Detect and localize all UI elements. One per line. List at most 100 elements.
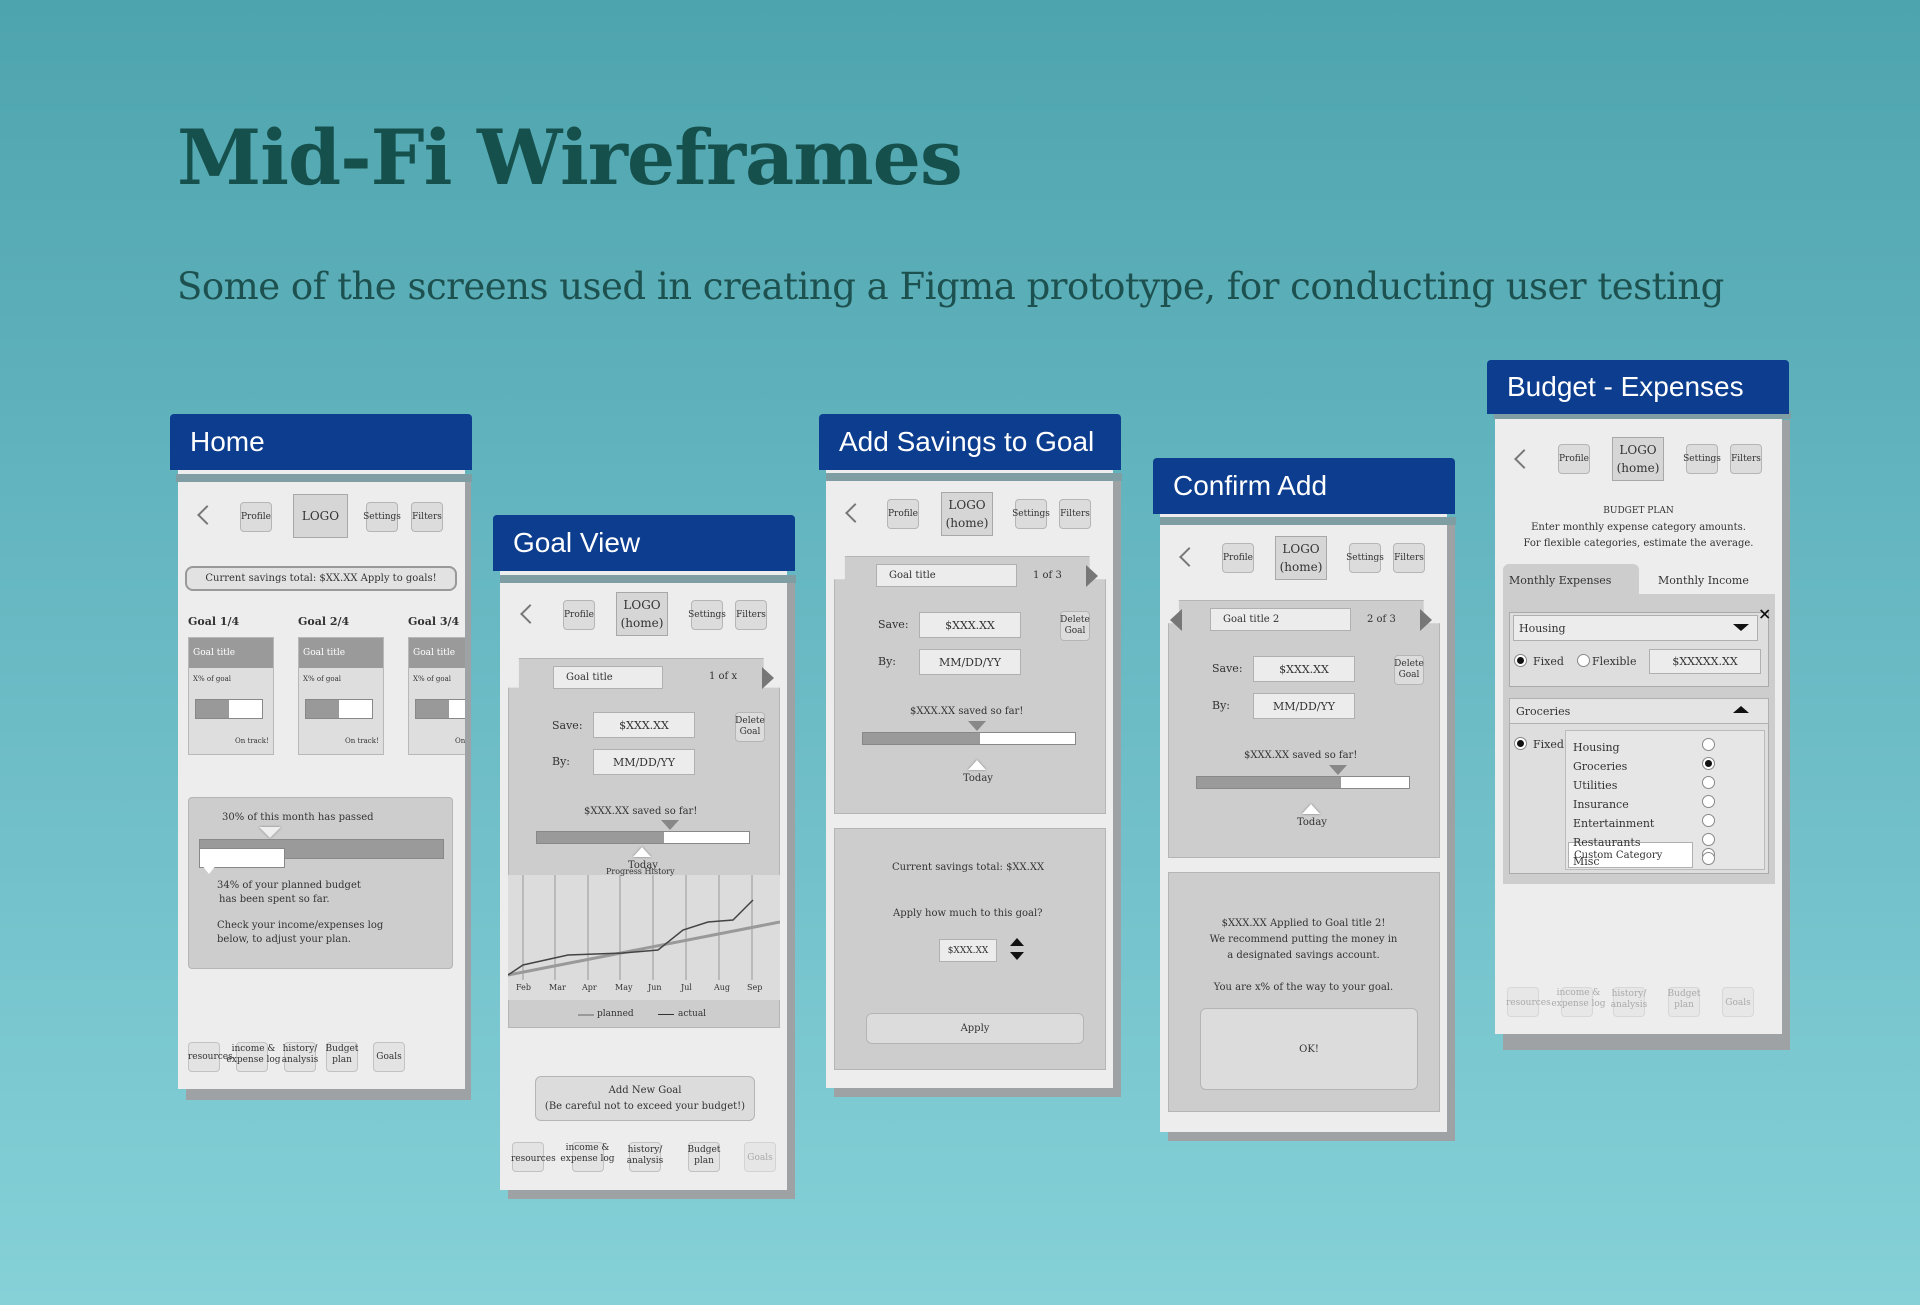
nav-history-button[interactable] (284, 1042, 316, 1072)
logo-home[interactable]: LOGO (home) (616, 592, 668, 636)
filters-button[interactable]: Filters (411, 502, 443, 532)
tab-monthly-expenses[interactable]: Monthly Expenses (1503, 564, 1639, 596)
nav-goals-button[interactable] (1722, 987, 1754, 1017)
delete-goal-button[interactable]: Delete Goal (735, 712, 765, 742)
goal-title-field[interactable]: Goal title (553, 666, 663, 689)
tab-monthly-income[interactable]: Monthly Income (1639, 564, 1775, 594)
nav-income-button[interactable] (572, 1142, 604, 1172)
housing-select[interactable]: Housing (1513, 615, 1758, 641)
increase-icon[interactable] (1010, 938, 1024, 946)
date-field[interactable]: MM/DD/YY (919, 649, 1021, 675)
goal-title-field[interactable]: Goal title 2 (1210, 608, 1351, 631)
groceries-fixed-radio[interactable] (1514, 737, 1527, 750)
housing-flexible-radio[interactable] (1577, 654, 1590, 667)
save-label: Save: (1212, 662, 1243, 675)
date-field[interactable]: MM/DD/YY (593, 749, 695, 775)
next-goal-icon[interactable] (1086, 565, 1098, 587)
apply-amount-field[interactable]: $XXX.XX (939, 939, 997, 962)
nav-income-label: income & expense log (1551, 988, 1606, 1009)
add-new-goal-button[interactable]: Add New Goal (Be careful not to exceed y… (535, 1076, 755, 1121)
goal-card-label: Goal 1/4 (188, 615, 240, 628)
delete-goal-button[interactable]: Delete Goal (1060, 611, 1090, 641)
confirm-message-4: You are x% of the way to your goal. (1213, 982, 1394, 993)
filters-button[interactable]: Filters (1059, 499, 1091, 529)
filters-button[interactable]: Filters (1393, 543, 1425, 573)
savings-banner[interactable]: Current savings total: $XX.XX Apply to g… (185, 566, 457, 591)
date-field[interactable]: MM/DD/YY (1253, 693, 1355, 719)
close-icon[interactable]: × (1758, 604, 1772, 623)
prev-goal-icon[interactable] (1170, 609, 1182, 631)
filters-button[interactable]: Filters (1730, 444, 1762, 474)
nav-history-button[interactable] (1613, 987, 1645, 1017)
goal-count: 1 of 3 (1033, 570, 1062, 581)
nav-resources-button[interactable] (1507, 987, 1539, 1017)
filters-button[interactable]: Filters (735, 600, 767, 630)
groceries-select[interactable]: Groceries (1509, 698, 1769, 724)
nav-income-button[interactable] (236, 1042, 268, 1072)
nav-goals-button[interactable] (744, 1142, 776, 1172)
nav-history-button[interactable] (629, 1142, 661, 1172)
by-label: By: (878, 655, 897, 668)
nav-budget-button[interactable] (326, 1042, 358, 1072)
back-icon[interactable] (1514, 449, 1534, 469)
custom-category-field[interactable]: Custom Category (1568, 842, 1693, 868)
back-icon[interactable] (845, 503, 865, 523)
settings-button[interactable]: Settings (363, 502, 401, 532)
category-item-radio[interactable] (1702, 795, 1715, 808)
logo-home[interactable]: LOGO (home) (1612, 437, 1664, 481)
save-amount-field[interactable]: $XXX.XX (1253, 656, 1355, 682)
nav-resources-button[interactable] (512, 1142, 544, 1172)
profile-button[interactable]: Profile (240, 502, 272, 532)
save-amount-field[interactable]: $XXX.XX (593, 712, 695, 738)
settings-button[interactable]: Settings (1683, 444, 1721, 474)
next-goal-icon[interactable] (762, 667, 774, 689)
decrease-icon[interactable] (1010, 952, 1024, 960)
nav-budget-button[interactable] (1668, 987, 1700, 1017)
nav-budget-button[interactable] (688, 1142, 720, 1172)
apply-button[interactable]: Apply (866, 1013, 1084, 1044)
nav-resources-label: resources (1506, 998, 1551, 1008)
profile-button[interactable]: Profile (563, 600, 595, 630)
profile-button[interactable]: Profile (1558, 444, 1590, 474)
profile-button[interactable]: Profile (887, 499, 919, 529)
category-item-radio[interactable] (1702, 833, 1715, 846)
housing-amount-field[interactable]: $XXXXX.XX (1649, 649, 1761, 674)
category-item-radio[interactable] (1702, 776, 1715, 789)
category-item-label: Insurance (1573, 798, 1629, 811)
ok-button[interactable]: OK! (1200, 1008, 1418, 1090)
save-amount-field[interactable]: $XXX.XX (919, 612, 1021, 638)
category-item-radio[interactable] (1702, 757, 1715, 770)
nav-budget-label: Budget plan (687, 1145, 721, 1166)
budget-summary-panel: 30% of this month has passed 34% of your… (188, 797, 453, 969)
groceries-select-label: Groceries (1516, 704, 1571, 718)
nav-goals-label: Goals (1725, 998, 1751, 1008)
logo[interactable]: LOGO (293, 494, 348, 538)
tag-confirm-add: Confirm Add (1153, 458, 1455, 514)
settings-button[interactable]: Settings (688, 600, 726, 630)
back-icon[interactable] (520, 604, 540, 624)
housing-fixed-radio[interactable] (1514, 654, 1527, 667)
back-icon[interactable] (1179, 547, 1199, 567)
category-item-radio[interactable] (1702, 852, 1715, 865)
profile-button[interactable]: Profile (1222, 543, 1254, 573)
settings-button[interactable]: Settings (1012, 499, 1050, 529)
nav-goals-button[interactable] (373, 1042, 405, 1072)
next-goal-icon[interactable] (1420, 609, 1432, 631)
logo-home[interactable]: LOGO (home) (941, 492, 993, 536)
chevron-up-icon[interactable] (1733, 706, 1749, 713)
delete-goal-button[interactable]: Delete Goal (1394, 655, 1424, 685)
chevron-down-icon[interactable] (1733, 624, 1749, 631)
goal-panel (834, 556, 1106, 814)
back-icon[interactable] (197, 505, 217, 525)
goal-title-field[interactable]: Goal title (876, 564, 1017, 587)
settings-button[interactable]: Settings (1346, 543, 1384, 573)
nav-resources-button[interactable] (188, 1042, 220, 1072)
logo-home[interactable]: LOGO (home) (1275, 536, 1327, 580)
category-item-radio[interactable] (1702, 738, 1715, 751)
category-item-radio[interactable] (1702, 814, 1715, 827)
nav-income-button[interactable] (1561, 987, 1593, 1017)
nav-budget-label: Budget plan (1667, 989, 1701, 1010)
